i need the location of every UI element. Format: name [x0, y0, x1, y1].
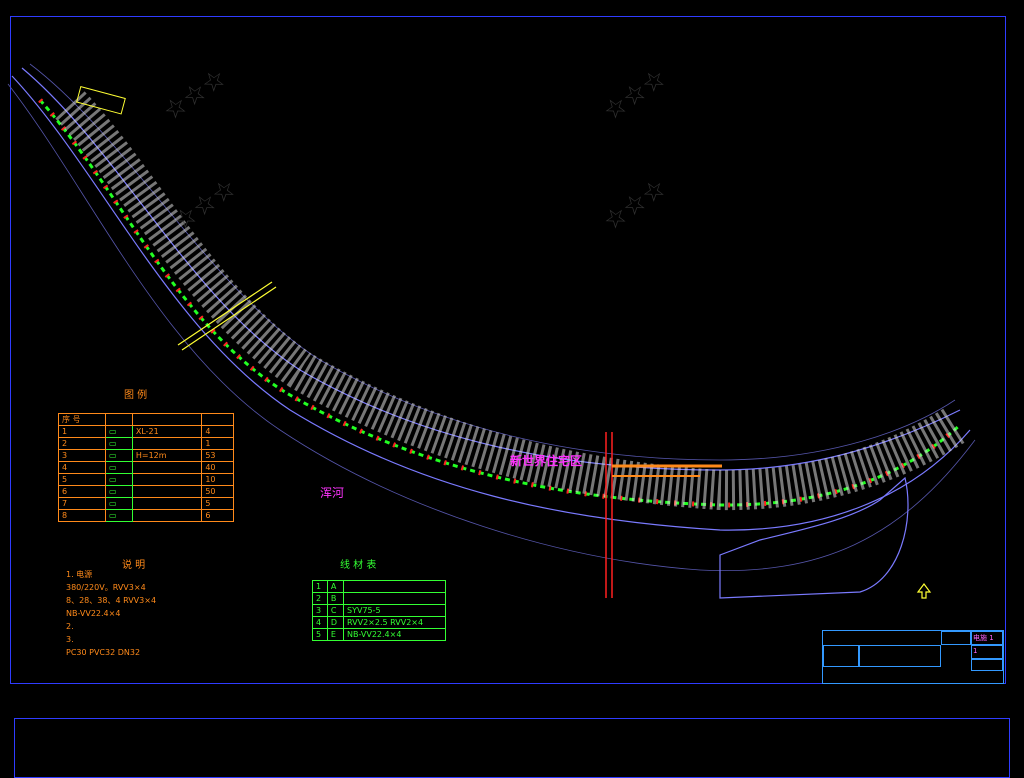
notes-line: 1. 电源	[66, 570, 93, 579]
legend-row: 6▭ 50	[57, 485, 234, 498]
river-label: 浑河	[320, 486, 345, 500]
legend-row: 5▭ 10	[57, 473, 234, 486]
cable-code-cell: B	[326, 592, 345, 605]
residential-label: 新世界住宅区	[510, 454, 583, 468]
cable-no-cell: 5	[312, 628, 328, 641]
legend-symbol-icon: ▭	[105, 437, 133, 450]
cable-code-cell: A	[326, 580, 345, 593]
legend-row: 2▭ 1	[57, 437, 234, 450]
legend-model-cell	[131, 461, 203, 474]
legend-count-cell: 53	[201, 449, 234, 462]
cable-spec-cell	[343, 580, 446, 593]
north-arrow-icon	[916, 583, 932, 599]
notes-line: 8、28、38、4 RVV3×4	[66, 596, 157, 605]
trees-band	[55, 91, 966, 511]
legend-header-cell	[201, 413, 234, 426]
legend-symbol-icon: ▭	[105, 449, 133, 462]
title-block-cell-2	[941, 631, 971, 645]
legend-count-cell: 10	[201, 473, 234, 486]
title-block-cell-1	[823, 645, 859, 667]
legend-symbol-icon: ▭	[105, 425, 133, 438]
cable-spec-cell: RVV2×2.5 RVV2×4	[343, 616, 446, 629]
legend-symbol-icon: ▭	[105, 473, 133, 486]
cable-spec-cell: NB-VV22.4×4	[343, 628, 446, 641]
river-edge-line	[7, 83, 976, 571]
notes-line: 380/220V。RVV3×4	[66, 583, 146, 592]
legend-symbol-icon: ▭	[105, 509, 133, 522]
title-block-scale: 1	[971, 645, 1003, 659]
legend-model-cell: H=12m	[131, 449, 203, 462]
legend-title: 图 例	[124, 390, 148, 401]
legend-no-cell: 5	[57, 473, 107, 486]
notes-line: NB-VV22.4×4	[66, 609, 121, 618]
cable-code-cell: C	[326, 604, 345, 617]
legend-model-cell	[131, 509, 203, 522]
legend-count-cell: 1	[201, 437, 234, 450]
green-belt	[38, 99, 962, 507]
cable-spec-cell	[343, 592, 446, 605]
legend-header-cell	[131, 413, 203, 426]
legend-header-cell	[105, 413, 133, 426]
pond-outline	[719, 476, 909, 599]
legend-header-row: 序 号	[57, 413, 234, 426]
legend-no-cell: 6	[57, 485, 107, 498]
cable-spec-cell: SYV75-5	[343, 604, 446, 617]
cable-no-cell: 2	[312, 592, 328, 605]
section-line-2	[181, 286, 277, 351]
legend-count-cell: 4	[201, 425, 234, 438]
legend-symbol-icon: ▭	[105, 497, 133, 510]
cable-no-cell: 4	[312, 616, 328, 629]
cable-no-cell: 1	[312, 580, 328, 593]
legend-model-cell	[131, 437, 203, 450]
road-inner-line	[11, 75, 971, 531]
legend-no-cell: 3	[57, 449, 107, 462]
notes-title: 说 明	[122, 560, 146, 571]
drawing-frame	[10, 16, 1006, 684]
title-block-project	[859, 645, 941, 667]
legend-row: 7▭ 5	[57, 497, 234, 510]
legend-model-cell	[131, 473, 203, 486]
entrance-box	[76, 85, 126, 115]
notes-line: 3.	[66, 635, 74, 644]
cable-code-cell: E	[326, 628, 345, 641]
legend-count-cell: 6	[201, 509, 234, 522]
title-block-date	[971, 659, 1003, 671]
legend-no-cell: 4	[57, 461, 107, 474]
legend-model-cell	[131, 485, 203, 498]
section-line	[177, 281, 273, 346]
legend-no-cell: 7	[57, 497, 107, 510]
notes-line: PC30 PVC32 DN32	[66, 648, 141, 657]
legend-count-cell: 5	[201, 497, 234, 510]
legend-no-cell: 2	[57, 437, 107, 450]
legend-no-cell: 8	[57, 509, 107, 522]
cable-no-cell: 3	[312, 604, 328, 617]
cable-code-cell: D	[326, 616, 345, 629]
legend-count-cell: 40	[201, 461, 234, 474]
legend-model-cell	[131, 497, 203, 510]
legend-row: 4▭ 40	[57, 461, 234, 474]
legend-count-cell: 50	[201, 485, 234, 498]
legend-model-cell: XL-21	[131, 425, 203, 438]
cable-table-title: 线 材 表	[340, 560, 377, 571]
title-block: 电施 1 1	[822, 630, 1004, 684]
legend-row: 8▭ 6	[57, 509, 234, 522]
legend-no-cell: 1	[57, 425, 107, 438]
legend-symbol-icon: ▭	[105, 461, 133, 474]
notes-line: 2.	[66, 622, 74, 631]
legend-header-cell: 序 号	[57, 413, 107, 426]
legend-symbol-icon: ▭	[105, 485, 133, 498]
title-block-sheet: 电施 1	[971, 631, 1003, 645]
